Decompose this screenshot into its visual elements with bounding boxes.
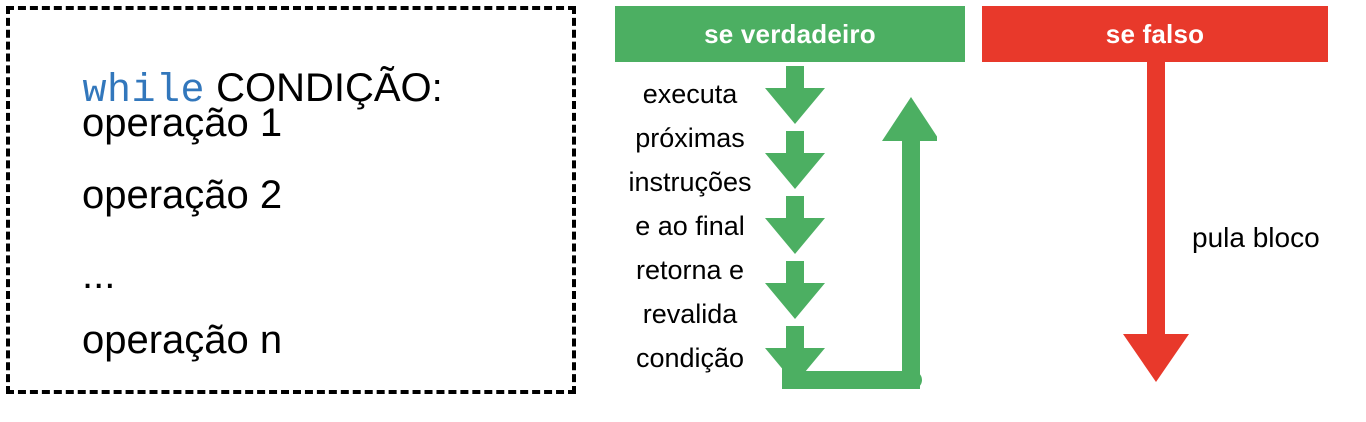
false-branch-header: se falso bbox=[982, 6, 1328, 62]
true-desc-line-3: instruções bbox=[628, 167, 752, 197]
condition-text: CONDIÇÃO: bbox=[204, 66, 443, 110]
arrow-down-icon bbox=[765, 261, 825, 319]
keyword-while: while bbox=[82, 69, 205, 114]
true-desc-line-5: retorna e bbox=[635, 255, 745, 285]
loop-back-arrow-icon bbox=[782, 97, 937, 389]
code-line-operation-2: operação 2 bbox=[82, 173, 283, 217]
true-desc-line-1: executa bbox=[642, 79, 738, 109]
true-desc-line-7: condição bbox=[635, 343, 745, 373]
code-line-operation-1: operação 1 bbox=[82, 101, 283, 145]
true-branch-header: se verdadeiro bbox=[615, 6, 965, 62]
code-line-while-condition: while CONDIÇÃO: bbox=[38, 28, 443, 152]
code-line-ellipsis: ... bbox=[82, 253, 116, 297]
true-desc-line-4: e ao final bbox=[635, 211, 745, 241]
while-code-block: while CONDIÇÃO: operação 1 operação 2 ..… bbox=[6, 6, 576, 394]
skip-block-label: pula bloco bbox=[1192, 222, 1320, 253]
code-line-operation-n: operação n bbox=[82, 318, 283, 362]
arrow-down-icon bbox=[1123, 62, 1189, 382]
arrow-down-icon bbox=[765, 196, 825, 254]
arrow-down-icon bbox=[765, 326, 825, 384]
true-branch-description: executa próximas instruções e ao final r… bbox=[600, 72, 780, 380]
arrow-down-icon bbox=[765, 66, 825, 124]
true-desc-line-6: revalida bbox=[642, 299, 738, 329]
true-desc-line-2: próximas bbox=[635, 123, 745, 153]
arrow-down-icon bbox=[765, 131, 825, 189]
